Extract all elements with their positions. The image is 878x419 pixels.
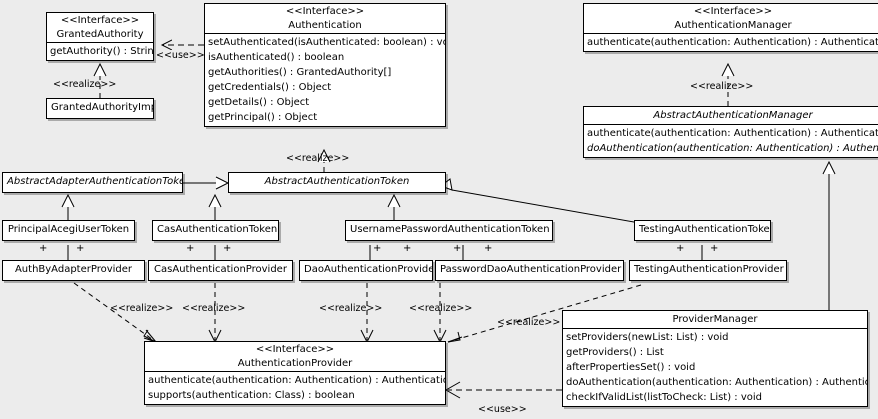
- edge-label-realize-abstract-auth-manager: <<realize>>: [690, 81, 754, 92]
- class-name-label: PrincipalAcegiUserToken: [7, 224, 130, 235]
- method-item: getAuthorities() : GrantedAuthority[]: [208, 67, 392, 78]
- class-box-dao-authentication-provider[interactable]: DaoAuthenticationProvider: [299, 260, 433, 281]
- method-item: isAuthenticated() : boolean: [208, 52, 345, 63]
- class-name-label: UsernamePasswordAuthenticationToken: [350, 224, 550, 235]
- edge-generalize-castoken: [208, 193, 222, 220]
- class-name-label: GrantedAuthorityImpl: [51, 102, 154, 113]
- edge-label-use-granted-authority: <<use>>: [156, 50, 205, 61]
- class-name-label: AuthenticationManager: [674, 19, 792, 31]
- methods-compartment-authentication: setAuthenticated(isAuthenticated: boolea…: [205, 33, 445, 126]
- association-marker-plus: +: [39, 243, 48, 254]
- class-box-abstract-adapter-authentication-token[interactable]: AbstractAdapterAuthenticationToken: [2, 172, 183, 193]
- edge-label-use-provider-manager: <<use>>: [478, 404, 527, 415]
- association-marker-plus: +: [76, 243, 85, 254]
- class-name-label: AuthByAdapterProvider: [14, 264, 133, 275]
- edge-generalize-usernamepasswordtoken: [387, 193, 401, 220]
- class-box-granted-authority-impl[interactable]: GrantedAuthorityImpl: [46, 98, 154, 119]
- class-name-label: PasswordDaoAuthenticationProvider: [440, 264, 622, 275]
- class-name-label: CasAuthenticationToken: [157, 224, 278, 235]
- edge-label-realize-password-dao-provider: <<realize>>: [409, 303, 473, 314]
- class-box-abstract-authentication-token[interactable]: AbstractAuthenticationToken: [228, 172, 446, 193]
- association-marker-plus: +: [186, 243, 195, 254]
- method-item: setProviders(newList: List) : void: [566, 331, 729, 343]
- class-box-provider-manager[interactable]: ProviderManager setProviders(newList: Li…: [562, 310, 868, 407]
- stereotype-label: <<Interface>>: [60, 15, 140, 26]
- edge-label-realize-granted-authority-impl: <<realize>>: [53, 79, 117, 90]
- methods-compartment-authentication-provider: authenticate(authentication: Authenticat…: [145, 371, 445, 404]
- class-box-cas-authentication-provider[interactable]: CasAuthenticationProvider: [148, 260, 293, 281]
- method-item: setAuthenticated(isAuthenticated: boolea…: [208, 37, 446, 48]
- method-item: getCredentials() : Object: [208, 82, 332, 93]
- class-box-authentication[interactable]: <<Interface>> Authentication setAuthenti…: [204, 3, 446, 127]
- class-name-label: TestingAuthenticationToken: [639, 224, 771, 235]
- association-marker-plus: +: [403, 243, 412, 254]
- class-name-label: AbstractAuthenticationManager: [653, 110, 813, 121]
- class-box-cas-authentication-token[interactable]: CasAuthenticationToken: [152, 220, 279, 241]
- class-box-principal-acegi-user-token[interactable]: PrincipalAcegiUserToken: [2, 220, 135, 241]
- class-name-label: AbstractAdapterAuthenticationToken: [7, 176, 183, 187]
- association-marker-plus: +: [373, 243, 382, 254]
- stereotype-label: <<Interface>>: [255, 344, 335, 355]
- class-box-auth-by-adapter-provider[interactable]: AuthByAdapterProvider: [2, 260, 145, 281]
- class-name-label: TestingAuthenticationProvider: [634, 264, 784, 275]
- class-box-authentication-manager[interactable]: <<Interface>> AuthenticationManager auth…: [583, 3, 878, 52]
- method-item: getDetails() : Object: [208, 97, 310, 108]
- stereotype-label: <<Interface>>: [285, 6, 365, 17]
- methods-compartment-granted-authority: getAuthority() : String: [47, 42, 153, 60]
- class-header-authentication: <<Interface>> Authentication: [205, 4, 445, 33]
- methods-compartment-abstract-authentication-manager: authenticate(authentication: Authenticat…: [584, 123, 878, 157]
- method-item: supports(authentication: Class) : boolea…: [148, 390, 355, 401]
- edge-use-providermanager-authenticationprovider: [444, 381, 562, 399]
- class-name-label: AbstractAuthenticationToken: [264, 176, 410, 187]
- method-item: getProviders() : List: [566, 346, 664, 358]
- method-item: authenticate(authentication: Authenticat…: [148, 375, 446, 386]
- edge-label-realize-testing-provider: <<realize>>: [497, 317, 561, 328]
- stereotype-label: <<Interface>>: [693, 6, 773, 17]
- class-box-username-password-authentication-token[interactable]: UsernamePasswordAuthenticationToken: [345, 220, 553, 241]
- class-name-label: ProviderManager: [672, 314, 758, 325]
- association-marker-plus: +: [710, 243, 719, 254]
- class-name-label: CasAuthenticationProvider: [154, 264, 287, 275]
- edge-generalize-testingtoken: [439, 178, 646, 225]
- class-name-label: Authentication: [288, 19, 362, 31]
- method-item: checkIfValidList(listToCheck: List) : vo…: [566, 391, 763, 403]
- association-marker-plus: +: [676, 243, 685, 254]
- method-item: getAuthority() : String: [50, 46, 154, 57]
- association-marker-plus: +: [453, 243, 462, 254]
- class-header-authentication-provider: <<Interface>> AuthenticationProvider: [145, 342, 445, 371]
- edge-label-realize-dao-provider: <<realize>>: [319, 303, 383, 314]
- method-item: doAuthentication(authentication: Authent…: [566, 376, 868, 388]
- edge-label-realize-auth-by-adapter: <<realize>>: [110, 303, 174, 314]
- class-box-abstract-authentication-manager[interactable]: AbstractAuthenticationManager authentica…: [583, 106, 878, 158]
- class-name-label: AuthenticationProvider: [237, 357, 353, 369]
- methods-compartment-authentication-manager: authenticate(authentication: Authenticat…: [584, 33, 878, 51]
- method-item: doAuthentication(authentication: Authent…: [587, 142, 878, 154]
- method-item: getPrincipal() : Object: [208, 112, 318, 123]
- edge-generalize-principalacegi: [61, 193, 75, 220]
- method-item: afterPropertiesSet() : void: [566, 361, 696, 373]
- method-item: authenticate(authentication: Authenticat…: [587, 37, 878, 48]
- class-box-password-dao-authentication-provider[interactable]: PasswordDaoAuthenticationProvider: [435, 260, 624, 281]
- class-header-provider-manager: ProviderManager: [563, 311, 867, 328]
- edge-generalize-abstractadapter-abstracttoken: [183, 176, 230, 190]
- class-box-authentication-provider[interactable]: <<Interface>> AuthenticationProvider aut…: [144, 341, 446, 405]
- class-box-testing-authentication-token[interactable]: TestingAuthenticationToken: [634, 220, 771, 241]
- methods-compartment-provider-manager: setProviders(newList: List) : void getPr…: [563, 327, 868, 406]
- edge-label-realize-cas-provider: <<realize>>: [182, 303, 246, 314]
- edge-generalize-providermanager-abstractauthenticationmanager: [822, 160, 836, 310]
- association-marker-plus: +: [223, 243, 232, 254]
- class-header-authentication-manager: <<Interface>> AuthenticationManager: [584, 4, 878, 33]
- class-name-label: GrantedAuthority: [56, 28, 144, 40]
- class-box-testing-authentication-provider[interactable]: TestingAuthenticationProvider: [629, 260, 787, 281]
- edge-label-realize-abstract-auth-token: <<realize>>: [286, 153, 350, 164]
- class-header-abstract-authentication-manager: AbstractAuthenticationManager: [584, 107, 878, 124]
- association-marker-plus: +: [484, 243, 493, 254]
- class-box-granted-authority[interactable]: <<Interface>> GrantedAuthority getAuthor…: [46, 12, 154, 61]
- class-header-granted-authority: <<Interface>> GrantedAuthority: [47, 13, 153, 42]
- method-item: authenticate(authentication: Authenticat…: [587, 127, 878, 139]
- class-name-label: DaoAuthenticationProvider: [304, 264, 433, 275]
